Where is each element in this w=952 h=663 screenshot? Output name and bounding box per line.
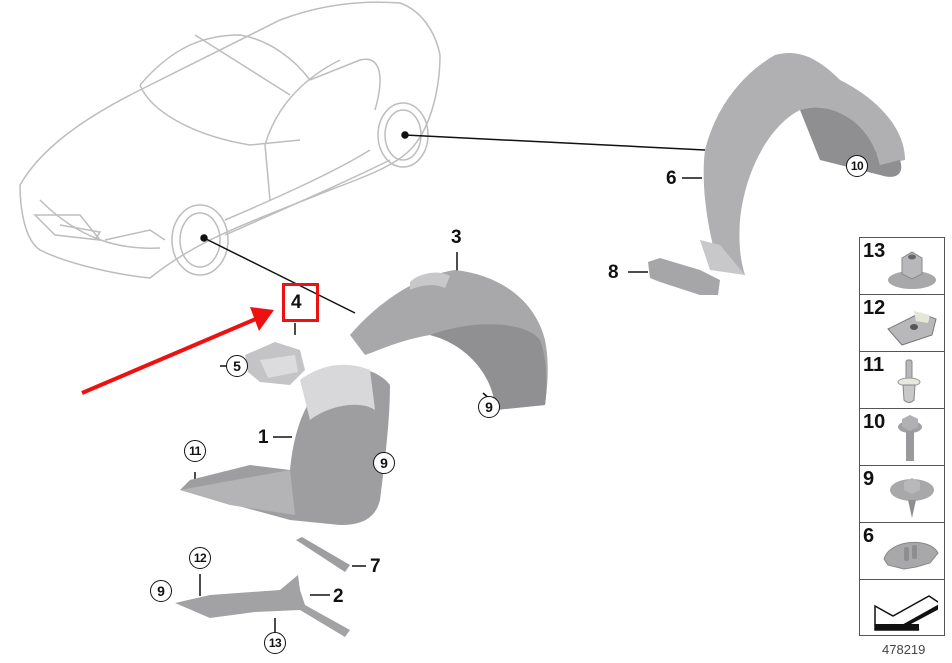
legend-item-6[interactable]: 6 bbox=[859, 522, 945, 579]
legend-item-13[interactable]: 13 bbox=[859, 237, 945, 294]
callout-11[interactable]: 11 bbox=[184, 440, 206, 462]
callout-12[interactable]: 12 bbox=[189, 547, 211, 569]
callout-9-lower-liner[interactable]: 9 bbox=[373, 452, 395, 474]
rear-wheel-arch-liner-part-6 bbox=[700, 52, 905, 275]
callout-3[interactable]: 3 bbox=[451, 227, 462, 248]
flange-screw-icon bbox=[890, 478, 934, 518]
callout-7[interactable]: 7 bbox=[370, 556, 381, 577]
diagram-reference-number: 478219 bbox=[882, 642, 926, 657]
callout-9-front-arch[interactable]: 9 bbox=[478, 396, 500, 418]
strip-part-7 bbox=[296, 537, 350, 572]
front-wheel-arch-liner-part-3 bbox=[350, 270, 548, 410]
highlight-box bbox=[282, 283, 319, 322]
callout-13[interactable]: 13 bbox=[264, 632, 286, 654]
legend-item-10[interactable]: 10 bbox=[859, 408, 945, 465]
highlight-arrow-icon bbox=[81, 307, 274, 395]
legend-item-12[interactable]: 12 bbox=[859, 294, 945, 351]
expanding-rivet-icon bbox=[897, 359, 921, 403]
callout-9-lower-trim[interactable]: 9 bbox=[150, 580, 172, 602]
spring-nut-clip-icon bbox=[887, 311, 937, 346]
callout-10[interactable]: 10 bbox=[846, 155, 868, 177]
legend-item-9[interactable]: 9 bbox=[859, 465, 945, 522]
hex-bolt-icon bbox=[898, 415, 922, 461]
hex-flange-nut-icon bbox=[888, 251, 936, 289]
callout-4[interactable]: 4 bbox=[291, 292, 302, 313]
lower-trim-part-2 bbox=[175, 575, 350, 637]
liner-clip-icon bbox=[883, 541, 939, 570]
bracket-part-8 bbox=[648, 258, 720, 295]
callout-5[interactable]: 5 bbox=[226, 355, 248, 377]
direction-arrow-icon bbox=[874, 595, 938, 631]
car-outline-icon bbox=[19, 1, 441, 279]
callout-8[interactable]: 8 bbox=[608, 262, 619, 283]
legend-item-direction[interactable] bbox=[859, 579, 945, 636]
bracket-part-4 bbox=[245, 342, 305, 385]
front-lower-liner-part-1 bbox=[180, 364, 390, 525]
callout-2[interactable]: 2 bbox=[333, 586, 344, 607]
callout-1[interactable]: 1 bbox=[258, 427, 269, 448]
legend-item-11[interactable]: 11 bbox=[859, 351, 945, 408]
fastener-legend: 13 12 11 10 9 bbox=[859, 237, 945, 636]
callout-6[interactable]: 6 bbox=[666, 168, 677, 189]
